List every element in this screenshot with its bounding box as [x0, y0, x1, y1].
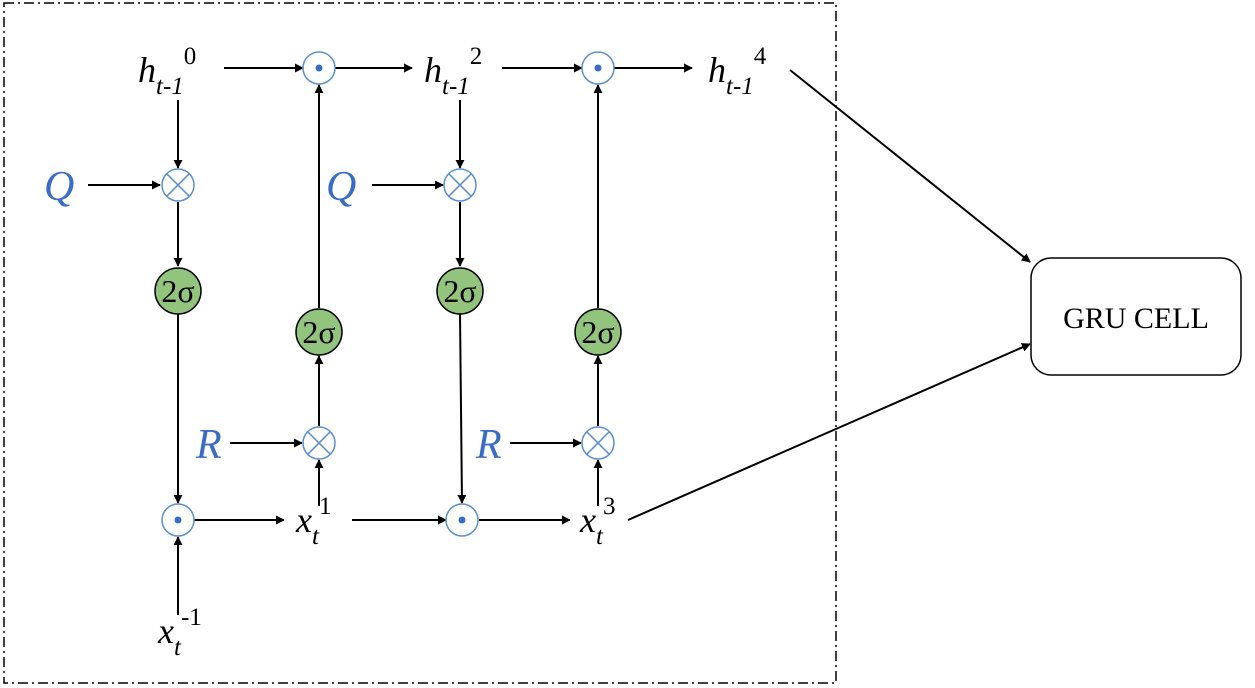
- hidden-state-label-4: ht-14: [708, 43, 767, 100]
- input-label-3: xt3: [579, 493, 615, 550]
- sigmoid-gate: 2σ: [436, 267, 484, 315]
- multiply-node: [161, 168, 195, 202]
- input-label-1: xt1: [295, 493, 331, 550]
- multiply-node: [302, 426, 336, 460]
- matrix-r-label: R: [195, 422, 222, 468]
- hidden-state-label-0: ht-10: [138, 43, 196, 100]
- sigmoid-gate-label: 2σ: [161, 273, 194, 309]
- sigmoid-gate: 2σ: [574, 308, 622, 356]
- sigmoid-gate-label: 2σ: [581, 314, 614, 350]
- dot-node: [581, 51, 615, 85]
- dot-node: [161, 503, 195, 537]
- input-label-minus1: xt-1: [157, 604, 202, 661]
- dot-node: [302, 51, 336, 85]
- hidden-state-label-2: ht-12: [424, 43, 482, 100]
- sigmoid-gate: 2σ: [154, 267, 202, 315]
- matrix-q-label: Q: [44, 164, 74, 210]
- sigmoid-gate-label: 2σ: [302, 314, 335, 350]
- multiply-node: [443, 168, 477, 202]
- sigmoid-gate: 2σ: [295, 308, 343, 356]
- sigmoid-gate-label: 2σ: [443, 273, 476, 309]
- multiply-node: [581, 426, 615, 460]
- dot-node: [445, 503, 479, 537]
- connectors: [88, 63, 1031, 615]
- matrix-q-label: Q: [326, 164, 356, 210]
- mogrifier-boundary: [3, 2, 837, 684]
- gru-cell-box: GRU CELL: [1030, 257, 1242, 376]
- gru-cell-label: GRU CELL: [1063, 302, 1209, 335]
- matrix-r-label: R: [475, 422, 502, 468]
